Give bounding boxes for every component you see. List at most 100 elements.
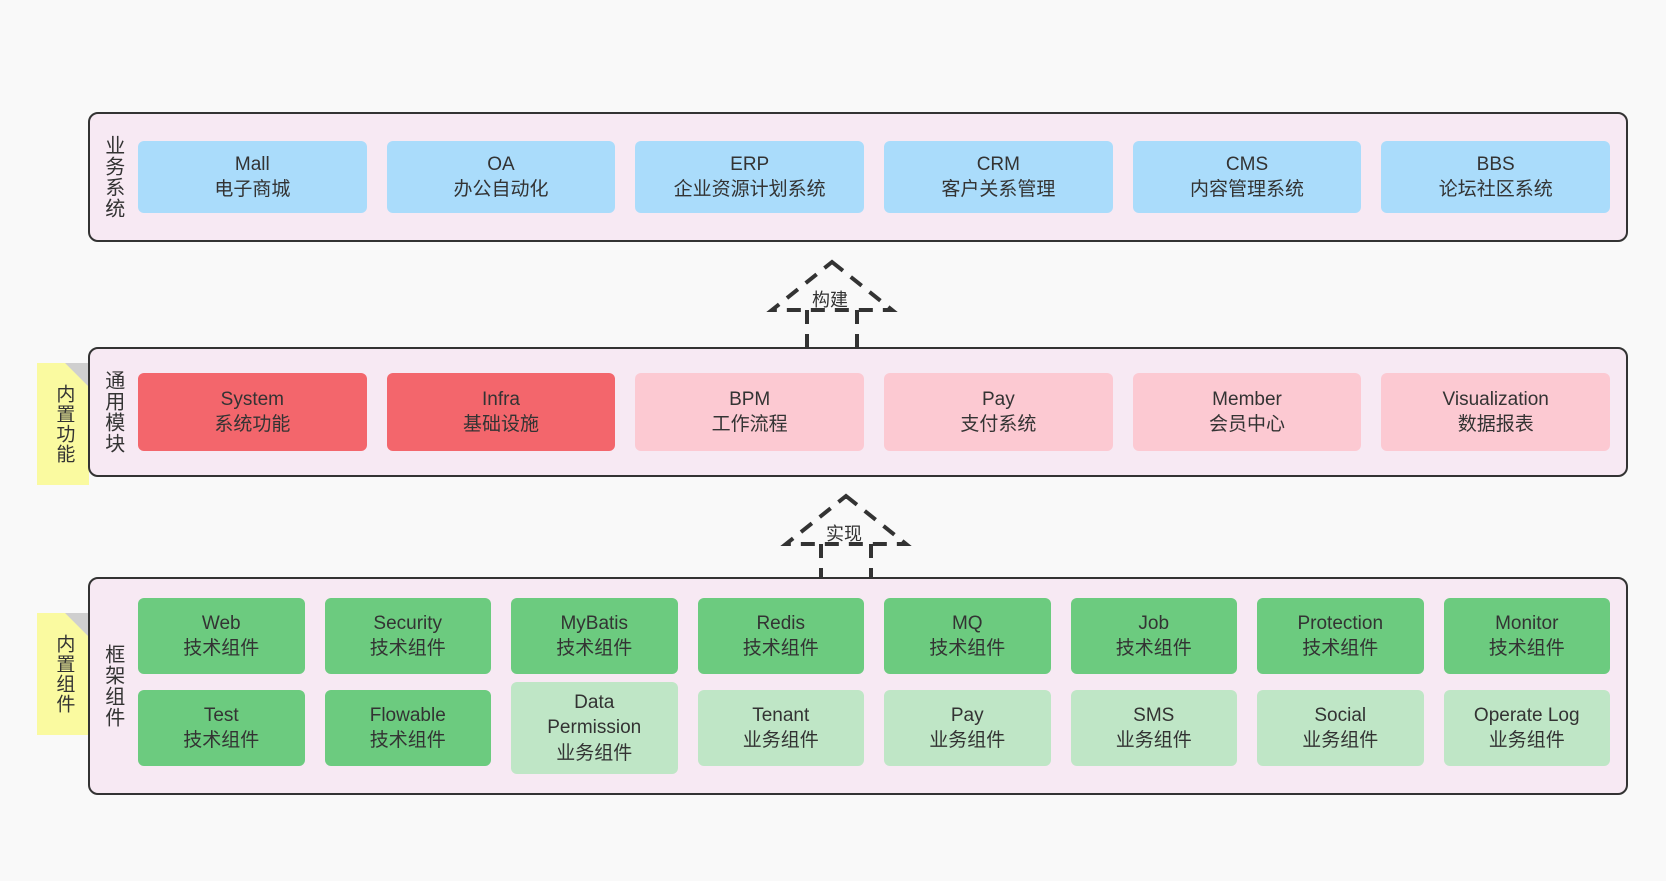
node-member-cn: 会员中心 (1209, 414, 1286, 435)
node-oa[interactable]: OA 办公自动化 (386, 141, 616, 213)
node-redis[interactable]: Redis 技术组件 (697, 598, 864, 674)
node-visualization[interactable]: Visualization 数据报表 (1381, 373, 1611, 451)
node-flowable[interactable]: Flowable 技术组件 (324, 690, 491, 766)
node-system-cn: 系统功能 (214, 414, 291, 435)
node-visualization-en: Visualization (1442, 388, 1549, 410)
node-protection-en: Protection (1297, 612, 1384, 634)
node-social-cn: 业务组件 (1302, 730, 1379, 751)
arrow-build-svg (766, 259, 898, 350)
node-bbs-en: BBS (1476, 153, 1515, 175)
node-mybatis-en: MyBatis (560, 612, 629, 634)
node-cms-cn: 内容管理系统 (1190, 179, 1305, 200)
node-pay-module-en: Pay (981, 388, 1015, 410)
node-social-en: Social (1314, 704, 1367, 726)
layer-title-common-module: 通用模块 (101, 370, 124, 454)
node-mall[interactable]: Mall 电子商城 (138, 141, 367, 213)
node-cms[interactable]: CMS 内容管理系统 (1132, 141, 1362, 213)
node-security[interactable]: Security 技术组件 (324, 598, 491, 674)
node-tenant[interactable]: Tenant 业务组件 (697, 690, 864, 766)
node-member-en: Member (1212, 388, 1282, 410)
node-data-permission[interactable]: Data Permission 业务组件 (511, 682, 678, 774)
node-web-en: Web (201, 612, 241, 634)
node-tenant-en: Tenant (752, 704, 810, 726)
layer-title-business-system: 业务系统 (101, 135, 124, 219)
node-oa-cn: 办公自动化 (453, 179, 549, 200)
node-crm[interactable]: CRM 客户关系管理 (884, 141, 1113, 213)
node-monitor-en: Monitor (1495, 612, 1559, 634)
note-builtin-component: 内置组件 (37, 613, 89, 735)
node-erp[interactable]: ERP 企业资源计划系统 (635, 141, 865, 213)
node-operate-log-cn: 业务组件 (1488, 730, 1565, 751)
row-business-components: Test 技术组件 Flowable 技术组件 Data Permission … (138, 682, 1610, 774)
node-bpm[interactable]: BPM 工作流程 (635, 373, 865, 451)
node-oa-en: OA (487, 153, 515, 175)
node-test[interactable]: Test 技术组件 (138, 690, 305, 766)
note-builtin-component-label: 内置组件 (53, 634, 75, 714)
node-sms-en: SMS (1133, 704, 1175, 726)
arrow-build-label: 构建 (812, 290, 848, 310)
node-flowable-cn: 技术组件 (369, 730, 446, 751)
row-business-system: Mall 电子商城 OA 办公自动化 ERP 企业资源计划系统 CRM 客户关系… (138, 141, 1611, 213)
node-pay-module-cn: 支付系统 (960, 414, 1037, 435)
node-cms-en: CMS (1225, 153, 1269, 175)
arrow-implement: 实现 (776, 492, 916, 584)
node-security-cn: 技术组件 (369, 638, 446, 659)
node-social[interactable]: Social 业务组件 (1257, 690, 1424, 766)
node-redis-cn: 技术组件 (742, 638, 819, 659)
node-crm-en: CRM (976, 153, 1020, 175)
node-mybatis[interactable]: MyBatis 技术组件 (511, 598, 678, 674)
node-job-en: Job (1138, 612, 1170, 634)
node-erp-cn: 企业资源计划系统 (673, 179, 826, 200)
node-mq[interactable]: MQ 技术组件 (884, 598, 1051, 674)
node-mq-cn: 技术组件 (929, 638, 1006, 659)
arrow-build-shaft (805, 310, 859, 350)
node-test-en: Test (203, 704, 239, 726)
node-sms-cn: 业务组件 (1115, 730, 1192, 751)
layer-framework-component: 框架组件 Web 技术组件 Security 技术组件 MyBatis 技术组件… (88, 577, 1628, 795)
node-web[interactable]: Web 技术组件 (138, 598, 305, 674)
node-pay-component[interactable]: Pay 业务组件 (884, 690, 1051, 766)
node-system-en: System (220, 388, 285, 410)
node-crm-cn: 客户关系管理 (941, 179, 1056, 200)
node-member[interactable]: Member 会员中心 (1132, 373, 1362, 451)
node-mall-cn: 电子商城 (214, 179, 291, 200)
node-data-permission-en: Data Permission (547, 692, 642, 739)
node-system[interactable]: System 系统功能 (138, 373, 367, 451)
node-flowable-en: Flowable (369, 704, 446, 726)
node-operate-log-en: Operate Log (1473, 704, 1580, 726)
node-operate-log[interactable]: Operate Log 业务组件 (1443, 690, 1610, 766)
note-fold-icon (65, 363, 89, 387)
layer-body-common-module: System 系统功能 Infra 基础设施 BPM 工作流程 Pay 支付系统… (134, 349, 1626, 475)
layer-title-framework-component: 框架组件 (101, 644, 124, 728)
node-protection[interactable]: Protection 技术组件 (1257, 598, 1424, 674)
node-sms[interactable]: SMS 业务组件 (1070, 690, 1237, 766)
node-bbs[interactable]: BBS 论坛社区系统 (1381, 141, 1611, 213)
node-pay-component-en: Pay (950, 704, 984, 726)
node-visualization-cn: 数据报表 (1457, 414, 1534, 435)
node-pay-module[interactable]: Pay 支付系统 (884, 373, 1113, 451)
layer-body-business-system: Mall 电子商城 OA 办公自动化 ERP 企业资源计划系统 CRM 客户关系… (134, 114, 1626, 240)
layer-business-system: 业务系统 Mall 电子商城 OA 办公自动化 ERP 企业资源计划系统 CRM… (88, 112, 1628, 242)
node-bbs-cn: 论坛社区系统 (1438, 179, 1553, 200)
node-monitor[interactable]: Monitor 技术组件 (1443, 598, 1610, 674)
node-data-permission-cn: 业务组件 (556, 742, 633, 764)
layer-common-module: 通用模块 System 系统功能 Infra 基础设施 BPM 工作流程 Pay… (88, 347, 1628, 477)
node-redis-en: Redis (756, 612, 806, 634)
node-job[interactable]: Job 技术组件 (1070, 598, 1237, 674)
arrow-build: 构建 (762, 258, 902, 350)
node-mq-en: MQ (951, 612, 983, 634)
layer-body-framework-component: Web 技术组件 Security 技术组件 MyBatis 技术组件 Redi… (134, 579, 1626, 793)
note-builtin-function-label: 内置功能 (53, 384, 75, 464)
node-infra[interactable]: Infra 基础设施 (386, 373, 616, 451)
node-pay-component-cn: 业务组件 (929, 730, 1006, 751)
node-monitor-cn: 技术组件 (1488, 638, 1565, 659)
row-tech-components: Web 技术组件 Security 技术组件 MyBatis 技术组件 Redi… (138, 598, 1610, 674)
arrow-implement-label: 实现 (826, 524, 862, 544)
node-job-cn: 技术组件 (1115, 638, 1192, 659)
node-infra-en: Infra (481, 388, 521, 410)
node-mall-en: Mall (234, 153, 270, 175)
node-infra-cn: 基础设施 (463, 414, 540, 435)
node-test-cn: 技术组件 (183, 730, 260, 751)
note-fold-icon (65, 613, 89, 637)
